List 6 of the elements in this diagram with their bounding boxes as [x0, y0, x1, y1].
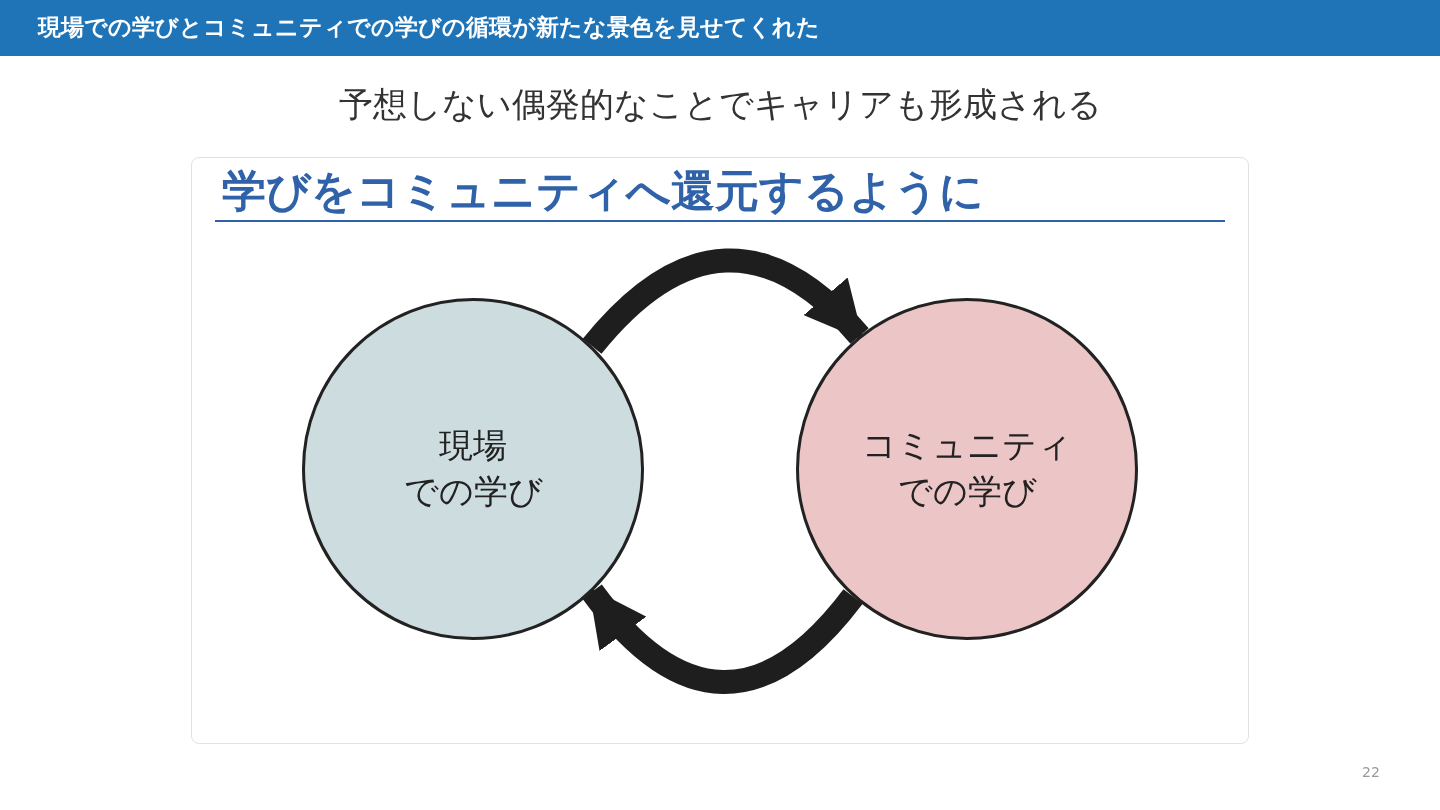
node-label: コミュニティでの学び — [862, 424, 1072, 513]
subtitle: 予想しない偶発的なことでキャリアも形成される — [337, 83, 1103, 126]
node-label: 現場での学び — [403, 424, 543, 513]
diagram-heading: 学びをコミュニティへ還元するように — [222, 164, 984, 218]
slide-title: 現場での学びとコミュニティでの学びの循環が新たな景色を見せてくれた — [38, 13, 820, 42]
page-number: 22 — [1362, 764, 1380, 780]
